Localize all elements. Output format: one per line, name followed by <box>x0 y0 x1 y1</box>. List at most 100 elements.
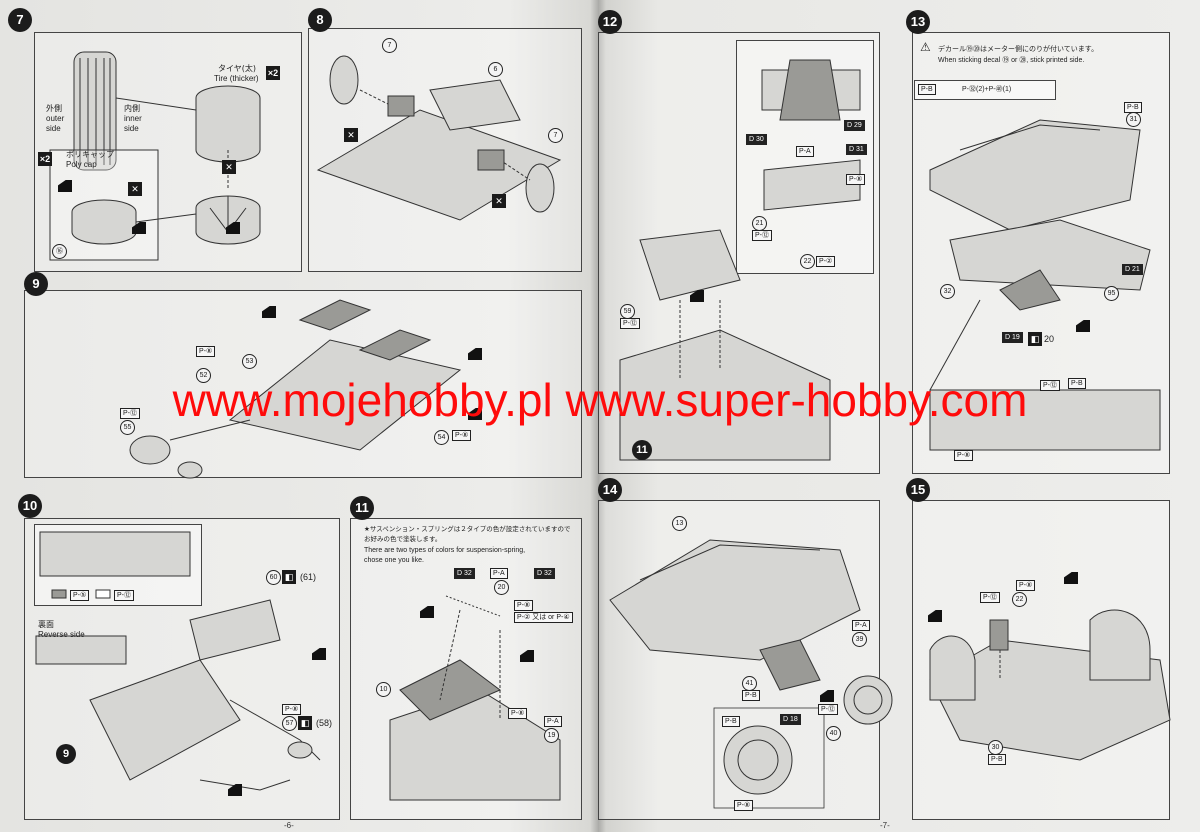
decal-callout: D 21 <box>1122 264 1143 275</box>
tire-label-en: Tire (thicker) <box>214 74 259 83</box>
part-number-alt: (61) <box>300 572 317 582</box>
color-callout: P-B <box>988 754 1006 765</box>
decal-callout: D 19 <box>1002 332 1023 343</box>
step-10-number: 10 <box>18 494 42 518</box>
part-number: 30 <box>988 740 1003 755</box>
color-callout: P-A <box>796 146 814 157</box>
color-callout: P-B <box>918 84 936 95</box>
part-number: 22 <box>1012 592 1027 607</box>
color-callout: P-⑧ <box>1016 580 1036 591</box>
cement-icon <box>1064 572 1078 584</box>
watermark-text: www.mojehobby.pl www.super-hobby.com <box>172 374 1028 426</box>
color-callout: P-A <box>544 716 562 727</box>
subassembly-9-marker: 9 <box>56 744 76 764</box>
part-number: 7 <box>382 38 397 53</box>
decal-callout: D 32 <box>534 568 555 579</box>
part-number: 21 <box>752 216 767 231</box>
cement-icon <box>58 180 72 192</box>
decal-callout: D 30 <box>746 134 767 145</box>
step-12-number: 12 <box>598 10 622 34</box>
no-cement-icon: ✕ <box>492 194 506 208</box>
decal-warning-en: When sticking decal ⑲ or ⑳, stick printe… <box>938 57 1085 64</box>
color-callout: P-⑫ <box>818 704 838 715</box>
color-callout-black: P-⑫ <box>114 590 134 601</box>
color-callout: P-⑧ <box>514 600 534 611</box>
part-number: 53 <box>242 354 257 369</box>
page-number-left: -6- <box>284 821 294 830</box>
outer-side-label-en: outer <box>46 114 65 123</box>
color-callout: P-B <box>1068 378 1086 389</box>
step-9-number: 9 <box>24 272 48 296</box>
part-number: ⑯ <box>52 244 67 259</box>
part-number: 40 <box>826 726 841 741</box>
color-callout-silver: P-⑤ <box>70 590 90 601</box>
color-callout: P-⑫ <box>752 230 772 241</box>
part-number: 7 <box>548 128 563 143</box>
inner-side-label-jp: 内側 <box>124 104 140 113</box>
mix-color-box <box>914 80 1056 100</box>
reverse-side-label-en: Reverse side <box>38 630 85 639</box>
cement-icon <box>312 648 326 660</box>
part-number: 6 <box>488 62 503 77</box>
color-callout: P-② 又は or P-④ <box>514 612 573 623</box>
qty-x2-icon-2: ×2 <box>38 152 52 166</box>
color-callout: P-② <box>816 256 836 267</box>
subassembly-11-marker: 11 <box>632 440 652 460</box>
spring-note-jp-2: お好みの色で塗装します。 <box>364 535 442 543</box>
left-right-part-icon: ◧ <box>1028 332 1042 346</box>
part-number-alt: (58) <box>316 718 333 728</box>
outer-side-label-en-2: side <box>46 124 61 133</box>
color-callout: P-⑧ <box>734 800 754 811</box>
step-13-number: 13 <box>906 10 930 34</box>
cement-icon <box>820 690 834 702</box>
step-7-number: 7 <box>8 8 32 32</box>
no-cement-icon: ✕ <box>344 128 358 142</box>
page-number-right: -7- <box>880 821 890 830</box>
cement-icon <box>226 222 240 234</box>
part-number: 10 <box>376 682 391 697</box>
decal-callout: D 31 <box>846 144 867 155</box>
color-callout: P-⑧ <box>508 708 528 719</box>
part-number: 57 <box>282 716 297 731</box>
step-14-number: 14 <box>598 478 622 502</box>
color-callout: P-⑧ <box>954 450 974 461</box>
reverse-side-label-jp: 裏面 <box>38 620 54 629</box>
color-callout: P-⑧ <box>282 704 302 715</box>
poly-cap-label-en: Poly cap <box>66 160 97 169</box>
part-number: 31 <box>1126 112 1141 127</box>
part-number: 20 <box>494 580 509 595</box>
color-callout: P-B <box>722 716 740 727</box>
decal-callout: D 18 <box>780 714 801 725</box>
color-callout: P-B <box>742 690 760 701</box>
color-callout: P-A <box>852 620 870 631</box>
color-callout: P-⑫ <box>1040 380 1060 391</box>
step-11-number: 11 <box>350 496 374 520</box>
cement-icon <box>1076 320 1090 332</box>
qty-x2-icon: ×2 <box>266 66 280 80</box>
color-callout: P-⑧ <box>452 430 472 441</box>
color-mix-formula: P-㉜(2)+P-㊵(1) <box>962 86 1012 93</box>
cement-icon <box>690 290 704 302</box>
decal-number: 20 <box>1044 334 1055 344</box>
warning-icon: ⚠ <box>920 40 931 54</box>
spring-note-jp-1: ★サスペンション・スプリングは２タイプの色が設定されていますので <box>364 525 571 533</box>
color-callout: P-⑧ <box>196 346 216 357</box>
decal-callout: D 32 <box>454 568 475 579</box>
decal-callout: D 29 <box>844 120 865 131</box>
part-number: 22 <box>800 254 815 269</box>
cement-icon <box>262 306 276 318</box>
part-number: 32 <box>940 284 955 299</box>
color-callout: P-⑫ <box>980 592 1000 603</box>
part-number: 13 <box>672 516 687 531</box>
cement-icon <box>420 606 434 618</box>
step-15-number: 15 <box>906 478 930 502</box>
tire-label-jp: タイヤ(太) <box>218 64 257 73</box>
part-number: 39 <box>852 632 867 647</box>
